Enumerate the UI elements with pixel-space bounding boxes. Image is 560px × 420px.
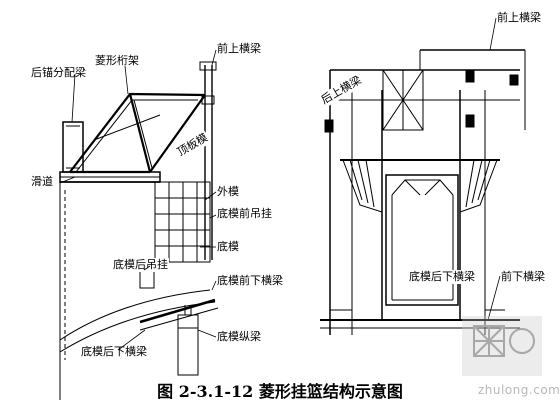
rhombus-truss — [69, 92, 206, 174]
label-front-upper-beam-left: 前上横梁 — [216, 42, 262, 56]
label-slide-rail: 滑道 — [30, 175, 54, 189]
left-wing-truss — [342, 159, 383, 213]
label-side-form: 外模 — [216, 185, 240, 199]
watermark-text: zhulong.com — [478, 383, 560, 397]
label-front-upper-beam-right: 前上横梁 — [496, 11, 542, 25]
label-bottom-front-hanger: 底模前吊挂 — [216, 207, 273, 221]
label-bottom-form: 底模 — [216, 240, 240, 254]
label-bottom-rear-hanger: 底模后吊挂 — [112, 258, 169, 272]
label-rhombus-truss: 菱形桁架 — [94, 54, 140, 68]
right-wing-truss — [459, 159, 498, 213]
label-rear-anchor-beam: 后锚分配梁 — [30, 66, 87, 80]
label-bottom-rear-lower-beam-left: 底模后下横梁 — [80, 345, 148, 359]
label-bottom-longitudinal-beam: 底模纵梁 — [216, 330, 262, 344]
label-bottom-front-lower-beam: 底模前下横梁 — [216, 274, 284, 288]
left-elevation-view — [59, 61, 219, 400]
label-bottom-rear-lower-beam-right: 底模后下横梁 — [408, 270, 476, 284]
upper-truss-box — [382, 69, 424, 131]
label-front-lower-beam: 前下横梁 — [500, 270, 546, 284]
watermark-logo — [462, 316, 542, 376]
right-elevation-view — [320, 49, 526, 335]
bottom-slab-curve — [59, 289, 211, 341]
figure-caption: 图 2-3.1-12 菱形挂篮结构示意图 — [157, 382, 403, 401]
side-form-grid — [154, 181, 211, 263]
